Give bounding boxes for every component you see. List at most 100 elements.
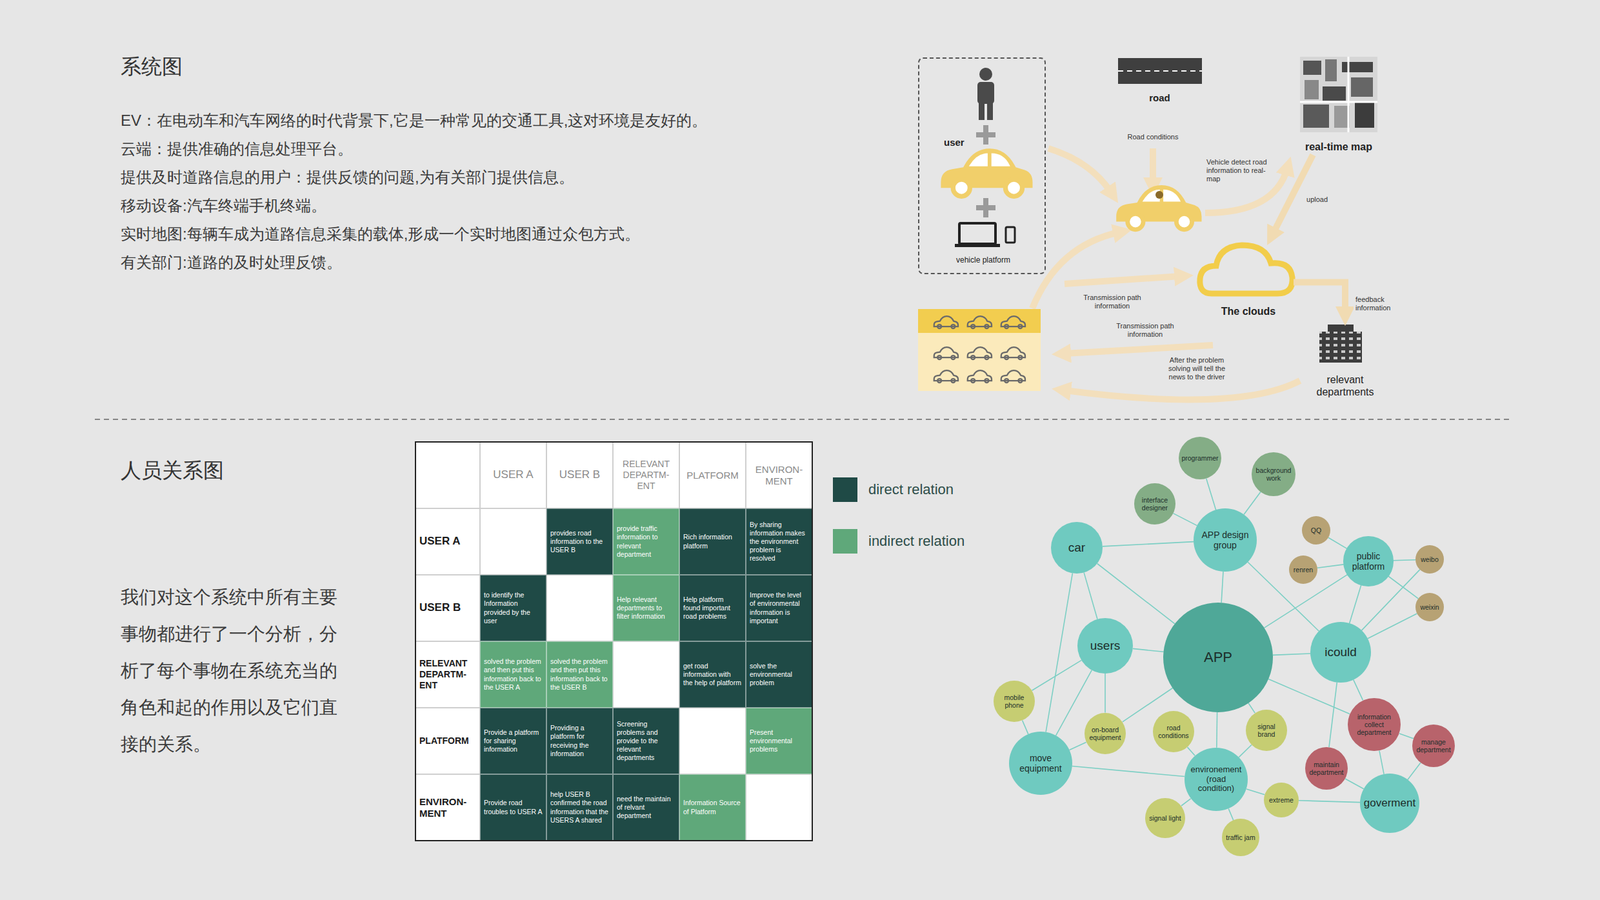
relation-line: [1407, 762, 1421, 780]
topic-circle: users: [1077, 618, 1133, 674]
circle-label: extreme: [1269, 796, 1294, 804]
map-block: [1322, 86, 1346, 101]
small-car: [1001, 316, 1026, 329]
topic-circle: road conditions: [1152, 710, 1195, 753]
user-leg: [978, 101, 985, 120]
topic-circle: maintain department: [1305, 747, 1348, 790]
map-block: [1303, 104, 1330, 128]
relation-line: [1379, 750, 1384, 775]
table-cell: Help platform found important road probl…: [679, 574, 746, 642]
table-cell: PLATFORM: [679, 441, 746, 509]
relation-line: [1132, 648, 1164, 652]
circle-label: signal brand: [1249, 722, 1283, 739]
small-car: [934, 370, 959, 383]
topic-circle: extreme: [1263, 782, 1299, 818]
map-street: [1347, 56, 1350, 133]
circle-label: interface designer: [1138, 496, 1172, 512]
icon-node: real-time map: [1287, 52, 1391, 155]
relation-line: [1243, 491, 1261, 515]
platform-group-box: uservehicle platform: [918, 57, 1046, 275]
description-line: 云端：提供准确的信息处理平台。: [120, 140, 353, 159]
small-car: [934, 316, 959, 329]
table-cell-text: provide traffic information to relevant …: [616, 524, 676, 559]
topic-circle: signal light: [1145, 798, 1186, 839]
row-header: PLATFORM: [419, 735, 470, 747]
relation-line: [1181, 798, 1191, 806]
table-cell: ENVIRON-MENT: [415, 774, 480, 841]
table-cell-text: get road information with the help of pl…: [683, 661, 742, 688]
legend-text: indirect relation: [868, 532, 965, 550]
relation-line: [1317, 564, 1344, 568]
circle-label: programmer: [1181, 454, 1219, 462]
table-cell-text: provides road information to the USER B: [550, 529, 610, 555]
table-cell: PLATFORM: [415, 707, 480, 775]
arrow-label: After the problem solving will tell the …: [1158, 356, 1237, 382]
map-icon: [1300, 56, 1378, 133]
row-header: USER A: [419, 534, 461, 548]
topic-circle: APP design group: [1193, 508, 1257, 572]
description-line: 有关部门:道路的及时处理反馈。: [120, 253, 342, 273]
circle-label: traffic jam: [1225, 833, 1255, 842]
relation-line: [1221, 571, 1224, 603]
table-cell: [745, 774, 813, 841]
legend-text: direct relation: [868, 481, 954, 499]
relation-line: [1388, 576, 1419, 599]
relation-line: [1272, 653, 1311, 655]
table-cell-text: Improve the level of environmental infor…: [749, 590, 809, 626]
table-cell: Improve the level of environmental infor…: [745, 574, 813, 642]
building-icon: [1319, 331, 1362, 363]
icon-node: relevant departments: [1303, 325, 1388, 400]
table-cell-text: Rich information platform: [683, 532, 742, 550]
plus-sign: [983, 125, 989, 145]
table-cell-text: to identify the Information provided by …: [483, 590, 543, 626]
table-cell-text: Providing a platform for receiving the i…: [550, 723, 610, 759]
table-cell: need the maintain of relvant department: [612, 774, 680, 841]
topic-circle: background work: [1251, 452, 1296, 497]
topic-circle: programmer: [1178, 436, 1222, 480]
column-header: PLATFORM: [686, 469, 739, 482]
relation-line: [1069, 742, 1087, 751]
table-cell: ENVIRON-MENT: [745, 441, 813, 509]
table-cell-text: solved the problem and then put this inf…: [550, 657, 610, 692]
table-cell: [480, 508, 547, 575]
small-car: [934, 347, 959, 360]
relation-line: [1102, 541, 1194, 547]
arrow-label: Road conditions: [1125, 132, 1181, 142]
circle-label: information collect department: [1352, 712, 1396, 737]
table-cell: USER A: [415, 508, 480, 575]
plus-sign: [983, 198, 989, 218]
table-cell: [546, 574, 613, 642]
circle-label: manage department: [1416, 738, 1451, 754]
circle-label: goverment: [1363, 796, 1416, 810]
user-head: [979, 67, 993, 81]
phone-icon: [1005, 227, 1015, 243]
circle-label: APP design group: [1200, 529, 1251, 551]
relation-line: [1393, 560, 1417, 561]
table-cell: Provide a platform for sharing informati…: [480, 707, 547, 775]
table-cell-text: solved the problem and then put this inf…: [483, 657, 543, 692]
small-car: [967, 316, 992, 329]
circle-label: on-board equipment: [1088, 725, 1122, 742]
table-cell: solve the environmental problem: [745, 641, 813, 708]
description-line: 移动设备:汽车终端手机终端。: [120, 196, 327, 216]
building-roof: [1327, 324, 1354, 333]
diagram-title: 系统图: [120, 54, 183, 79]
car-icon: [940, 148, 1033, 197]
relation-line: [1072, 766, 1185, 777]
table-cell-text: Provide road troubles to USER A: [483, 798, 543, 816]
table-cell: provides road information to the USER B: [546, 508, 613, 575]
circle-label: weixin: [1420, 603, 1439, 611]
relation-line: [1248, 703, 1255, 713]
map-block: [1350, 77, 1373, 97]
column-header: USER A: [492, 468, 533, 482]
circle-label: background work: [1256, 466, 1292, 482]
topic-circle: mobile phone: [993, 680, 1035, 722]
topic-circle: on-board equipment: [1084, 712, 1127, 755]
circle-label: road conditions: [1156, 723, 1191, 740]
table-cell-text: By sharing information makes the environ…: [749, 520, 809, 564]
node-label: relevant departments: [1303, 373, 1388, 399]
arrow-label: Transmission path information: [1107, 321, 1183, 339]
relation-line: [1032, 660, 1082, 691]
table-cell: solved the problem and then put this inf…: [546, 641, 613, 708]
